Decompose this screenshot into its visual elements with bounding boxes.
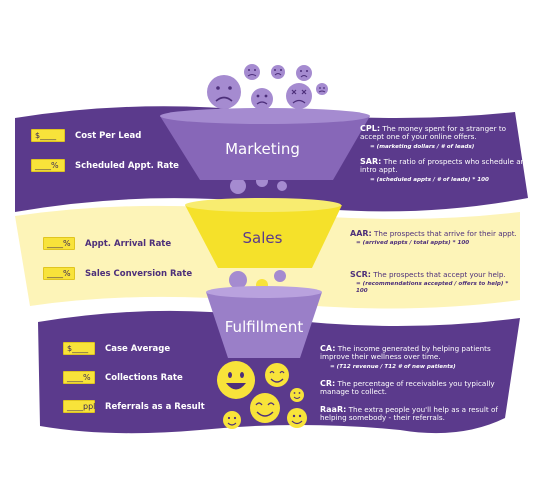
metric-label: Case Average — [105, 343, 171, 354]
happy-faces-bottom — [217, 361, 307, 429]
metric-sales-conversion-rate: ____% Sales Conversion Rate — [43, 267, 192, 280]
definition-text: The percentage of receivables you typica… — [320, 379, 495, 397]
definition-abbr: SCR: — [350, 270, 371, 279]
definition-abbr: CPL: — [360, 124, 381, 133]
sad-face-icon — [251, 88, 273, 110]
happy-face-icon — [265, 363, 289, 387]
definition-abbr: CR: — [320, 379, 336, 388]
definition-text: The ratio of prospects who schedule an i… — [360, 157, 526, 175]
definition-text: The extra people you'll help as a result… — [320, 405, 498, 423]
stage-label-fulfillment: Fulfillment — [224, 318, 304, 336]
metric-label: Appt. Arrival Rate — [85, 238, 172, 249]
definition-ca: CA: The income generated by helping pati… — [320, 344, 500, 370]
definition-abbr: AAR: — [350, 229, 372, 238]
definition-text: The prospects that arrive for their appt… — [374, 229, 517, 238]
definition-formula: = (recommendations accepted / offers to … — [356, 281, 509, 294]
definition-abbr: RaaR: — [320, 405, 347, 414]
happy-face-icon — [217, 361, 255, 399]
metric-input-box[interactable]: $____ — [63, 342, 95, 355]
metric-input-box[interactable]: ____% — [63, 371, 95, 384]
metric-collections-rate: ____% Collections Rate — [63, 371, 183, 384]
definition-cr: CR: The percentage of receivables you ty… — [320, 379, 500, 397]
definition-aar: AAR: The prospects that arrive for their… — [350, 229, 518, 247]
definition-text: The money spent for a stranger to accept… — [360, 124, 507, 142]
definition-abbr: SAR: — [360, 157, 382, 166]
sad-face-icon — [207, 75, 241, 109]
definition-abbr: CA: — [320, 344, 336, 353]
metric-appt-arrival-rate: ____% Appt. Arrival Rate — [43, 237, 171, 250]
definition-formula: = (scheduled appts / # of leads) * 100 — [370, 176, 489, 183]
definition-scr: SCR: The prospects that accept your help… — [350, 270, 518, 294]
sad-face-icon — [271, 65, 285, 79]
metric-input-box[interactable]: ____ppl — [63, 400, 95, 413]
happy-face-icon — [290, 388, 304, 402]
metric-label: Cost Per Lead — [75, 130, 142, 141]
definition-raar: RaaR: The extra people you'll help as a … — [320, 405, 502, 423]
sad-face-icon — [316, 83, 328, 95]
definition-sar: SAR: The ratio of prospects who schedule… — [360, 157, 528, 183]
metric-input-box[interactable]: $____ — [31, 129, 65, 142]
sad-faces-top — [207, 64, 328, 110]
definition-text: The income generated by helping patients… — [320, 344, 491, 362]
metric-label: Scheduled Appt. Rate — [75, 160, 179, 171]
metric-input-box[interactable]: ____% — [31, 159, 65, 172]
faces-between-marketing-sales — [230, 175, 287, 194]
metric-case-average: $____ Case Average — [63, 342, 170, 355]
metric-label: Referrals as a Result — [105, 401, 205, 412]
metric-referrals-as-a-result: ____ppl Referrals as a Result — [63, 400, 205, 413]
happy-face-icon — [250, 393, 280, 423]
sad-face-icon — [296, 65, 312, 81]
stage-label-marketing: Marketing — [225, 140, 300, 158]
definition-formula: = (marketing dollars / # of leads) — [370, 143, 475, 150]
sad-face-icon — [286, 83, 312, 109]
metric-cost-per-lead: $____ Cost Per Lead — [31, 129, 141, 142]
sad-face-icon — [244, 64, 260, 80]
metric-input-box[interactable]: ____% — [43, 237, 75, 250]
marketing-funnel — [160, 108, 370, 180]
metric-input-box[interactable]: ____% — [43, 267, 75, 280]
happy-face-icon — [223, 411, 241, 429]
metric-label: Sales Conversion Rate — [85, 268, 193, 279]
definition-formula: = (arrived appts / total appts) * 100 — [356, 240, 470, 247]
stage-label-sales: Sales — [242, 229, 283, 247]
happy-face-icon — [287, 408, 307, 428]
sales-funnel — [185, 198, 342, 268]
metric-scheduled-appt-rate: ____% Scheduled Appt. Rate — [31, 159, 179, 172]
metric-label: Collections Rate — [105, 372, 183, 383]
definition-cpl: CPL: The money spent for a stranger to a… — [360, 124, 528, 150]
definition-formula: = (T12 revenue / T12 # of new patients) — [330, 363, 456, 370]
definition-text: The prospects that accept your help. — [373, 270, 506, 279]
fulfillment-funnel — [206, 286, 322, 358]
